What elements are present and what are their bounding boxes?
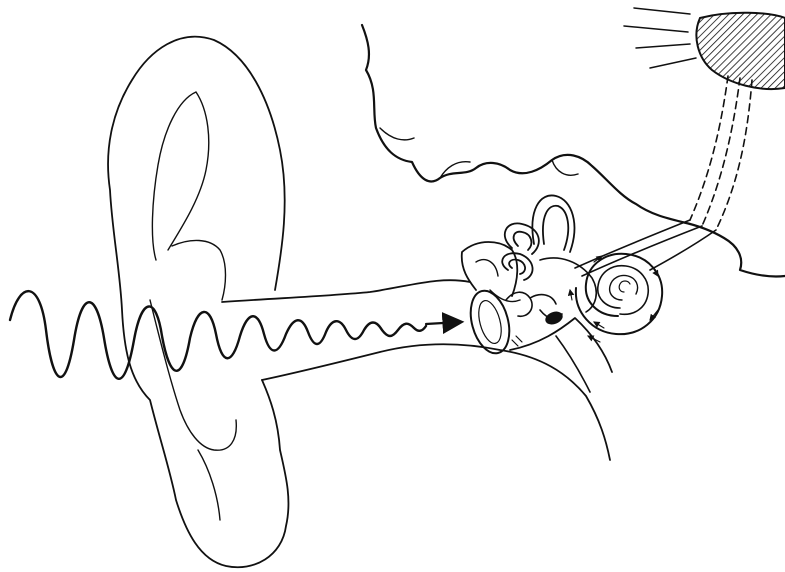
outer-ear bbox=[108, 37, 288, 568]
oval-window bbox=[543, 309, 564, 326]
brain-fold bbox=[380, 128, 578, 178]
vibration-marks bbox=[512, 336, 522, 346]
auditory-nerve-pathway bbox=[690, 76, 752, 230]
ear-antihelix bbox=[172, 240, 226, 300]
ear-helix-inner bbox=[150, 92, 236, 450]
sound-direction-arrow bbox=[426, 322, 460, 324]
vestibule bbox=[540, 258, 596, 312]
ear-canal-top bbox=[222, 280, 470, 302]
semicircular-canals bbox=[502, 195, 574, 280]
middle-ear-bone bbox=[476, 260, 520, 302]
ear-lobule bbox=[198, 450, 220, 520]
auditory-nerve bbox=[575, 220, 716, 276]
auditory-cortex bbox=[696, 13, 785, 89]
cochlea bbox=[576, 254, 662, 334]
tympanic-membrane-inner bbox=[475, 298, 506, 346]
cortex-activity-lines bbox=[624, 8, 696, 68]
ear-canal-bottom bbox=[262, 344, 610, 460]
sound-wave bbox=[10, 291, 426, 379]
